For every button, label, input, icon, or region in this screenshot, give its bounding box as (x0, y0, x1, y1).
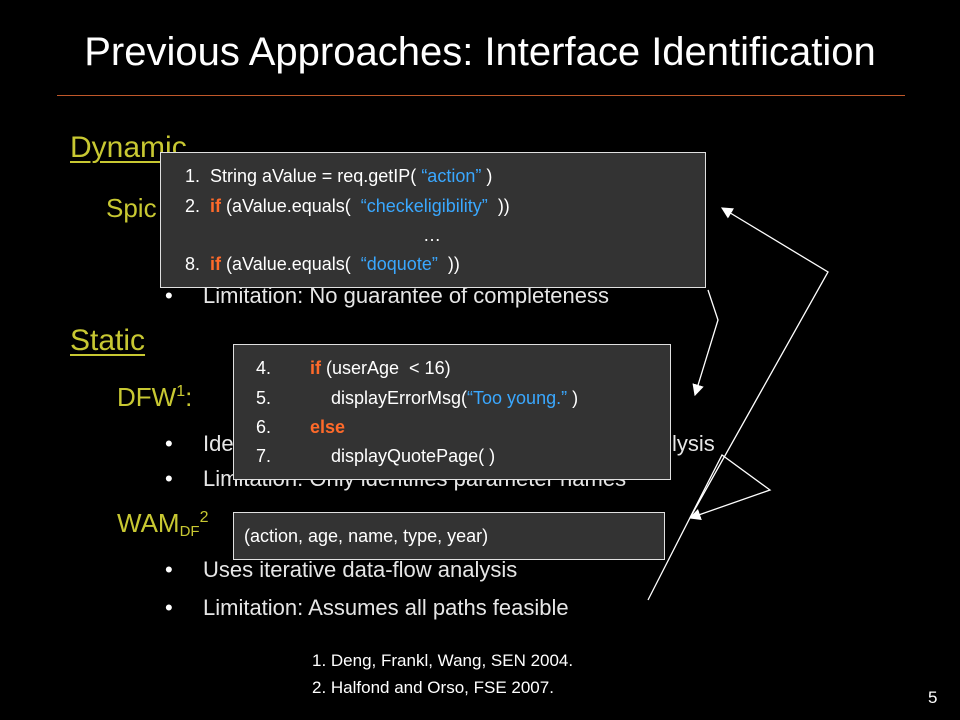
wam-sub: DF (179, 523, 200, 540)
code-line-6-body: else (310, 417, 345, 438)
code-keyword: else (310, 417, 346, 437)
code-text: 1. String aValue = req.getIP( (185, 166, 422, 186)
wam-bullet-1-text: Uses iterative data-flow analysis (203, 557, 518, 582)
slide-title: Previous Approaches: Interface Identific… (84, 30, 876, 74)
code-string: “Too young.” (467, 388, 568, 408)
code-box-control-flow: 4. if (userAge < 16) 5. displayErrorMsg(… (233, 344, 671, 480)
code-box-parameter-names: (action, age, name, type, year) (233, 512, 665, 560)
code-line-4: 4. (256, 358, 271, 379)
code-text: )) (487, 196, 510, 216)
wam-bullet-2: • Limitation: Assumes all paths feasible (165, 595, 569, 621)
arrow-dfw (692, 289, 719, 397)
code-text: 4. (256, 358, 272, 378)
bullet-dot: • (165, 283, 173, 308)
code-text: (userAge < 16) (321, 358, 451, 378)
bullet-dot: • (165, 557, 173, 582)
bullet-dot: • (165, 466, 173, 491)
code-line-5-body: displayErrorMsg(“Too young.” ) (331, 388, 578, 409)
reference-1: 1. Deng, Frankl, Wang, SEN 2004. (312, 651, 574, 670)
dfw-bullet-1-text: Ide (203, 431, 234, 456)
wam-name: WAM (117, 508, 180, 538)
dfw-label: DFW1: (117, 382, 192, 413)
spider-label: Spic (106, 193, 157, 223)
code-text: (aValue.equals( (221, 254, 361, 274)
code-text: 6. (256, 417, 272, 437)
code-text: )) (437, 254, 460, 274)
page-number: 5 (928, 688, 938, 707)
reference-2: 2. Halfond and Orso, FSE 2007. (312, 678, 554, 697)
code-text: (aValue.equals( (221, 196, 361, 216)
code-line-6: 6. (256, 417, 271, 438)
dfw-colon: : (185, 382, 193, 412)
code-box-request-params: 1. String aValue = req.getIP( “action” )… (160, 152, 706, 288)
code-keyword: if (210, 196, 222, 216)
dfw-bullet-1: • Ide (165, 431, 234, 457)
code-line-1: 1. String aValue = req.getIP( “action” ) (185, 166, 492, 187)
code-keyword: if (310, 358, 321, 378)
code-keyword: if (210, 254, 222, 274)
code-line-5: 5. (256, 388, 271, 409)
code-text: 8. (185, 254, 211, 274)
code-text: 7. (256, 446, 272, 466)
dfw-bullet-1-tail: lysis (672, 431, 715, 456)
dfw-name: DFW (117, 382, 177, 412)
title-divider (57, 95, 905, 96)
wam-label: WAMDF2 (117, 508, 208, 540)
parameter-list: (action, age, name, type, year) (244, 526, 489, 546)
static-heading: Static (70, 324, 146, 357)
code-text: displayQuotePage( ) (331, 446, 496, 466)
dfw-ref-sup: 1 (176, 383, 186, 400)
code-text: ) (567, 388, 579, 408)
code-line-4-body: if (userAge < 16) (310, 358, 451, 379)
code-line-ellipsis: … (423, 225, 441, 245)
wam-bullet-2-text: Limitation: Assumes all paths feasible (203, 595, 569, 620)
arrow-spider (689, 207, 829, 519)
code-string: “checkeligibility” (360, 196, 488, 216)
code-line-8: 8. if (aValue.equals( “doquote” )) (185, 254, 460, 275)
wam-ref-sup: 2 (199, 509, 209, 526)
bullet-dot: • (165, 431, 173, 456)
code-text: ) (481, 166, 493, 186)
code-text: 2. (185, 196, 211, 216)
code-line-7-body: displayQuotePage( ) (331, 446, 495, 467)
code-line-2: 2. if (aValue.equals( “checkeligibility”… (185, 196, 510, 217)
wam-bullet-1: • Uses iterative data-flow analysis (165, 557, 517, 583)
code-string: “doquote” (360, 254, 438, 274)
code-line-7: 7. (256, 446, 271, 467)
code-text: 5. (256, 388, 272, 408)
code-string: “action” (421, 166, 482, 186)
code-text: displayErrorMsg( (331, 388, 468, 408)
bullet-dot: • (165, 595, 173, 620)
